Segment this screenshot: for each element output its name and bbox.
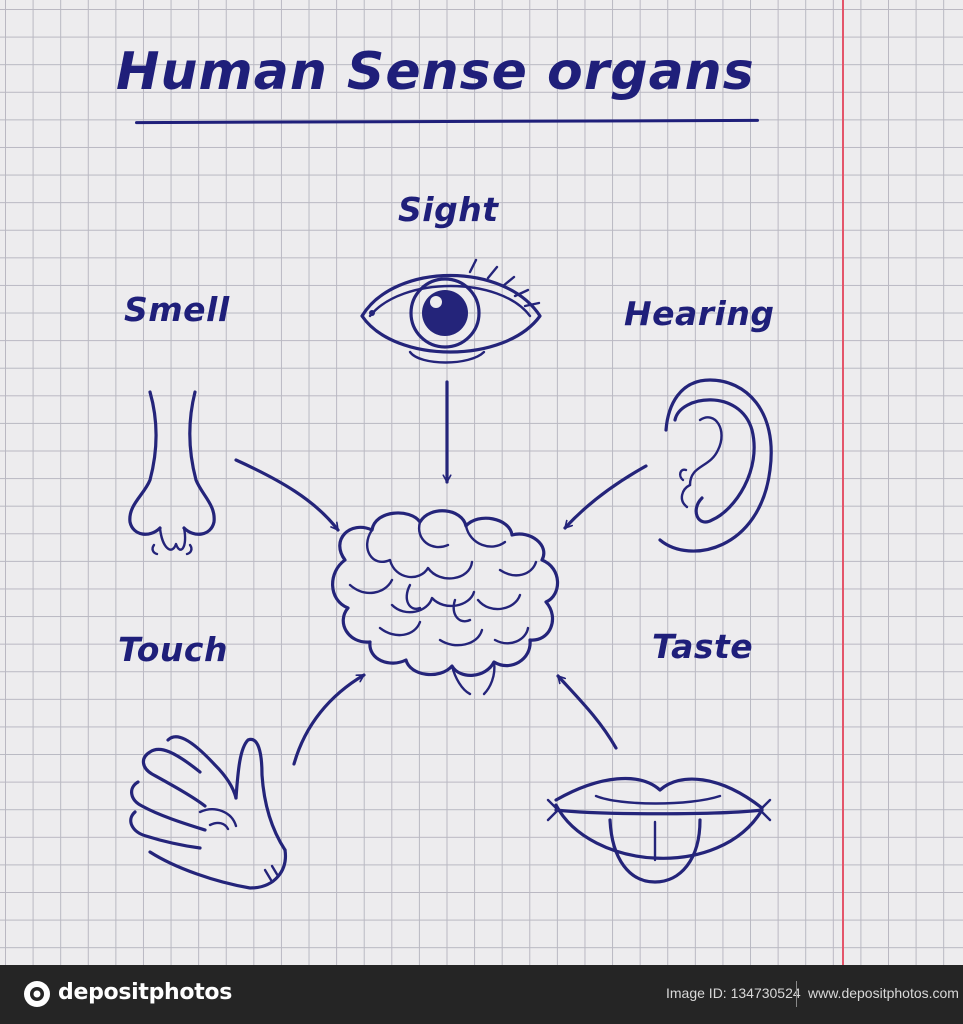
hand-icon bbox=[129, 735, 288, 890]
sense-label-hearing: Hearing bbox=[624, 294, 775, 333]
diagram-title: Human Sense organs bbox=[116, 42, 755, 102]
graph-paper: Human Sense organs bbox=[0, 0, 963, 965]
watermark-footer: depositphotos Image ID: 134730524 www.de… bbox=[0, 965, 963, 1024]
sense-organs-drawing bbox=[128, 258, 773, 890]
brand-name[interactable]: depositphotos bbox=[58, 980, 233, 1005]
eye-icon bbox=[360, 258, 542, 364]
sense-label-sight: Sight bbox=[398, 190, 499, 229]
smell-arrow bbox=[234, 458, 340, 532]
nose-icon bbox=[128, 390, 216, 556]
touch-arrow bbox=[292, 673, 366, 766]
footer-divider bbox=[796, 981, 797, 1007]
arrows bbox=[234, 380, 648, 766]
brain-icon bbox=[331, 509, 560, 696]
margin-line bbox=[842, 0, 844, 965]
sense-label-taste: Taste bbox=[652, 627, 754, 666]
sense-label-touch: Touch bbox=[118, 630, 228, 669]
sense-label-smell: Smell bbox=[124, 290, 230, 329]
site-link[interactable]: www.depositphotos.com bbox=[808, 985, 959, 1001]
mouth-icon bbox=[546, 776, 772, 884]
hearing-arrow bbox=[563, 464, 648, 530]
ear-icon bbox=[658, 378, 773, 553]
image-id: Image ID: 134730524 bbox=[666, 985, 801, 1001]
taste-arrow bbox=[556, 674, 618, 750]
depositphotos-logo-icon bbox=[24, 981, 50, 1007]
